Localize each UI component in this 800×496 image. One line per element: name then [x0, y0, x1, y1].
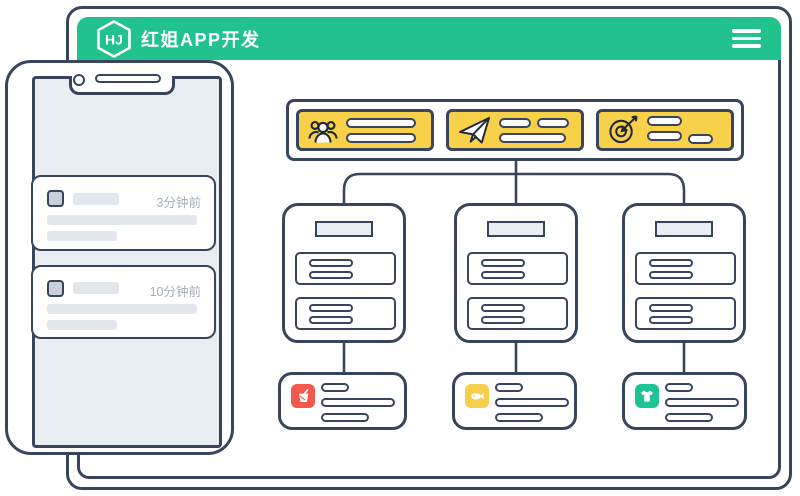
- notification-line-placeholder: [47, 215, 197, 225]
- group-icon: [308, 120, 338, 143]
- phone-mockup: 3分钟前 10分钟前: [5, 60, 234, 455]
- hamburger-menu-icon[interactable]: [732, 29, 761, 48]
- detail-title-placeholder: [315, 221, 373, 237]
- brand-title: 红姐APP开发: [141, 29, 261, 50]
- notification-app-icon: [47, 280, 64, 297]
- notification-title-placeholder: [73, 193, 119, 205]
- camera-icon: [73, 74, 85, 86]
- drink-icon: [291, 384, 315, 408]
- notification-card[interactable]: 10分钟前: [31, 265, 216, 339]
- notification-line-placeholder: [47, 231, 117, 241]
- detail-item: [467, 297, 568, 330]
- svg-text:HJ: HJ: [105, 31, 123, 47]
- notification-line-placeholder: [47, 320, 117, 330]
- notification-time: 3分钟前: [156, 196, 201, 210]
- fish-icon: [465, 384, 489, 408]
- detail-title-placeholder: [487, 221, 545, 237]
- flow-card-target[interactable]: [596, 109, 734, 151]
- notification-line-placeholder: [47, 304, 197, 314]
- detail-item: [635, 297, 736, 330]
- flow-detail-box: [454, 203, 578, 343]
- tshirt-icon: [635, 384, 659, 408]
- flow-result-card-tshirt[interactable]: [622, 372, 747, 430]
- detail-item: [467, 252, 568, 285]
- flow-detail-box: [622, 203, 746, 343]
- flow-result-card-drink[interactable]: [278, 372, 407, 430]
- flow-detail-box: [282, 203, 406, 343]
- flow-result-card-fish[interactable]: [452, 372, 577, 430]
- notification-time: 10分钟前: [149, 285, 201, 299]
- flow-card-audience[interactable]: [296, 109, 434, 151]
- hj-logo-icon: HJ: [97, 19, 131, 58]
- detail-title-placeholder: [655, 221, 713, 237]
- detail-item: [295, 252, 396, 285]
- notification-card[interactable]: 3分钟前: [31, 175, 216, 251]
- speaker-icon: [95, 74, 161, 83]
- flow-top-row: [286, 99, 744, 161]
- detail-item: [635, 252, 736, 285]
- detail-item: [295, 297, 396, 330]
- flow-card-send[interactable]: [446, 109, 584, 151]
- app-header: HJ 红姐APP开发: [77, 17, 781, 60]
- target-icon: [609, 115, 638, 144]
- paper-plane-icon: [459, 116, 490, 144]
- notification-app-icon: [47, 190, 64, 207]
- notification-title-placeholder: [73, 282, 119, 294]
- phone-screen: [32, 76, 222, 448]
